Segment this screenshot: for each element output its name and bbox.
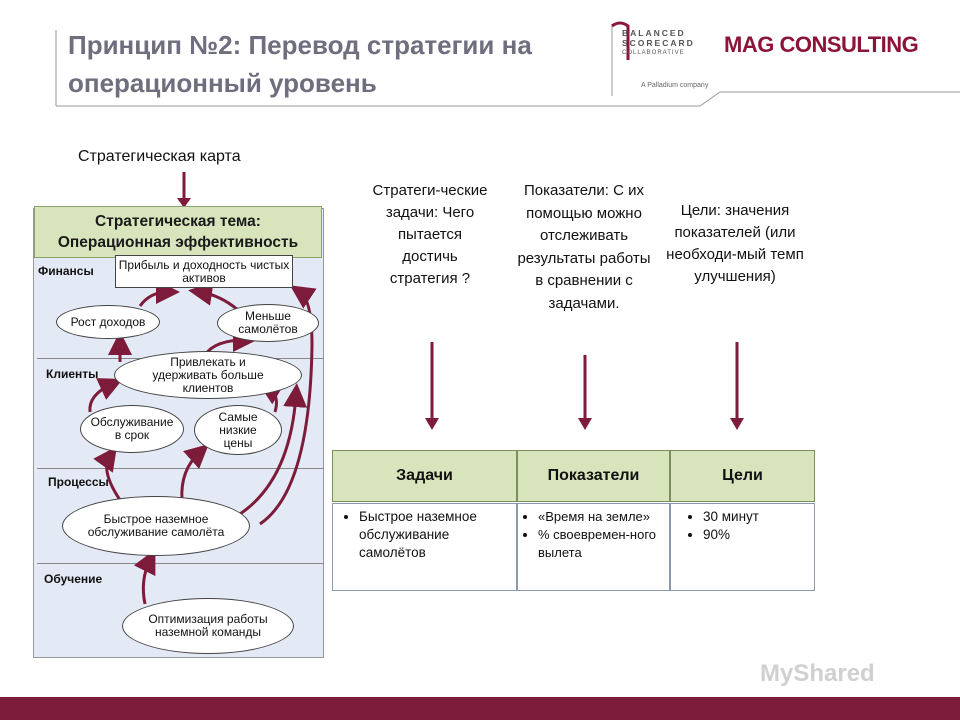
divider-processes-learning: [37, 563, 324, 564]
section-clients: Клиенты: [46, 367, 99, 381]
bsc-logo: BALANCED SCORECARD COLLABORATIVE: [622, 28, 718, 58]
goal-item: 30 минут: [703, 508, 808, 526]
palladium-text: A Palladium company: [641, 82, 709, 89]
divider-clients-processes: [37, 468, 324, 469]
title-line-2: операционный уровень: [68, 68, 377, 98]
theme-line-1: Стратегическая тема:: [95, 213, 261, 230]
tasks-description: Стратеги-ческие задачи: Чего пытается до…: [372, 182, 488, 287]
header-tasks: Задачи: [332, 450, 517, 502]
header-indicators: Показатели: [517, 450, 670, 502]
indicator-item: «Время на земле»: [538, 508, 663, 526]
footer-bar: [0, 697, 960, 720]
indicators-description: Показатели: С их помощью можно отслежива…: [517, 182, 651, 312]
bsc-logo-line3: COLLABORATIVE: [622, 50, 685, 56]
mag-consulting-logo: MAG CONSULTING: [724, 32, 919, 57]
theme-line-2: Операционная эффективность: [57, 234, 299, 251]
node-optimize-ground-team: Оптимизация работы наземной команды: [122, 598, 294, 654]
cell-goals: 30 минут 90%: [670, 503, 815, 591]
cell-tasks: Быстрое наземное обслуживание самолётов: [332, 503, 517, 591]
node-attract-clients: Привлекать и удерживать больше клиентов: [114, 351, 302, 399]
node-fast-ground-service: Быстрое наземное обслуживание самолёта: [62, 496, 250, 556]
goal-item: 90%: [703, 526, 808, 544]
indicator-item: % своевремен-ного вылета: [538, 526, 663, 562]
header-decoration: [55, 21, 960, 107]
section-learning: Обучение: [44, 572, 103, 586]
task-item: Быстрое наземное обслуживание самолётов: [359, 508, 510, 562]
page-title: Принцип №2: Перевод стратегии на операци…: [68, 26, 588, 102]
node-on-time-service: Обслуживание в срок: [80, 405, 184, 453]
node-lowest-prices: Самые низкие цены: [194, 405, 282, 455]
down-arrow-icon: [177, 172, 191, 208]
node-fewer-planes: Меньше самолётов: [217, 304, 319, 342]
goals-description: Цели: значения показателей (или необходи…: [666, 202, 804, 285]
node-profit: Прибыль и доходность чистых активов: [115, 255, 293, 288]
strategy-map-label: Стратегическая карта: [78, 148, 241, 165]
bsc-logo-line1: BALANCED: [622, 28, 686, 38]
cell-indicators: «Время на земле» % своевремен-ного вылет…: [517, 503, 670, 591]
node-revenue-growth: Рост доходов: [56, 305, 160, 339]
header-goals: Цели: [670, 450, 815, 502]
bsc-logo-line2: SCORECARD: [622, 38, 695, 48]
watermark: MyShared: [760, 660, 875, 687]
section-finance: Финансы: [38, 264, 94, 278]
section-processes: Процессы: [48, 475, 109, 489]
title-line-1: Принцип №2: Перевод стратегии на: [68, 30, 532, 60]
